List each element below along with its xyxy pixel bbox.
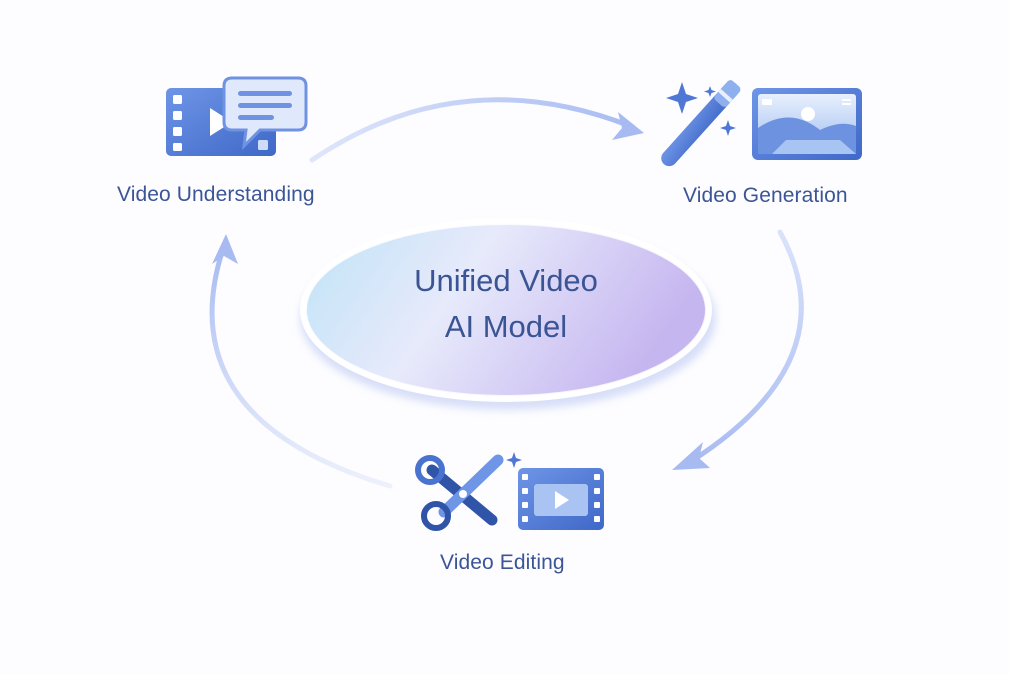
video-clip-icon bbox=[518, 468, 604, 530]
center-title: Unified Video AI Model bbox=[304, 258, 708, 350]
center-ellipse bbox=[300, 218, 716, 410]
node-label-generation: Video Generation bbox=[683, 184, 848, 207]
center-title-line2: AI Model bbox=[444, 309, 568, 344]
landscape-image-icon bbox=[752, 88, 862, 160]
chat-bubble-icon bbox=[222, 76, 308, 151]
cycle-arrow-top bbox=[309, 97, 644, 163]
scissors-icon bbox=[415, 452, 522, 531]
node-label-editing: Video Editing bbox=[440, 551, 565, 574]
node-label-understanding: Video Understanding bbox=[117, 183, 315, 206]
magic-wand-icon bbox=[661, 80, 741, 167]
cycle-arrow-right bbox=[672, 229, 804, 470]
center-title-line1: Unified Video bbox=[414, 263, 598, 298]
cycle-arrow-left bbox=[209, 234, 393, 489]
